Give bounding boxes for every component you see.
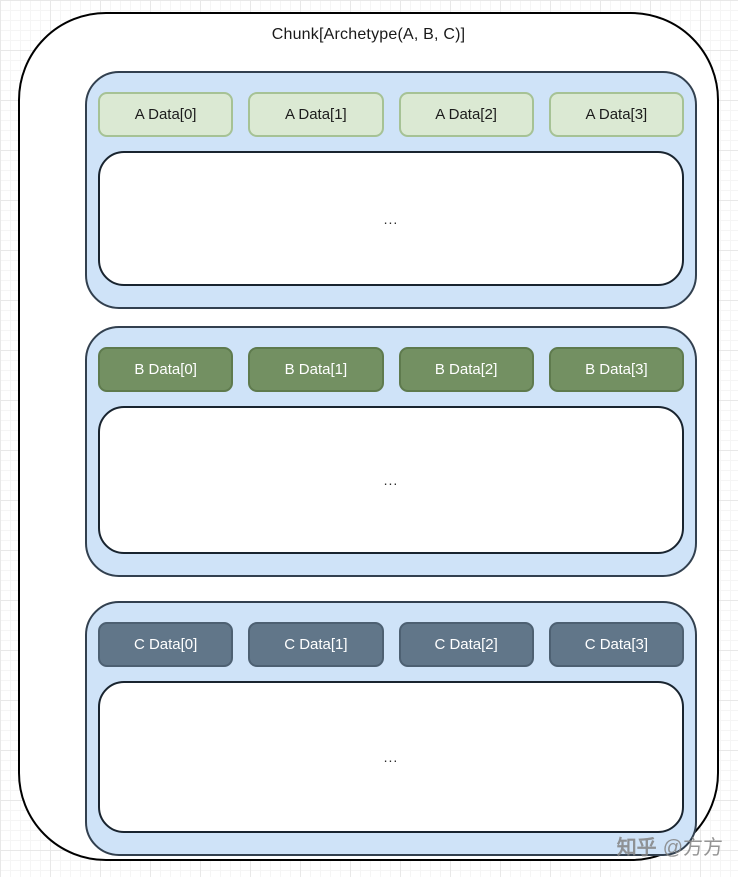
zhihu-watermark-brand: 知乎 xyxy=(616,837,657,859)
section-a-cells-row: A Data[0] A Data[1] A Data[2] A Data[3] xyxy=(98,92,684,137)
cell-b-1: B Data[1] xyxy=(248,347,384,392)
cell-a-2: A Data[2] xyxy=(398,92,534,137)
cell-c-2: C Data[2] xyxy=(398,622,534,667)
section-c-data: C Data[0] C Data[1] C Data[2] C Data[3] … xyxy=(85,601,697,856)
cell-c-1: C Data[1] xyxy=(248,622,384,667)
cell-b-3: B Data[3] xyxy=(548,347,684,392)
section-b-ellipsis-box: ... xyxy=(98,406,684,554)
cell-a-1: A Data[1] xyxy=(248,92,384,137)
chunk-container: Chunk[Archetype(A, B, C)] A Data[0] A Da… xyxy=(18,12,719,861)
section-c-cells-row: C Data[0] C Data[1] C Data[2] C Data[3] xyxy=(98,622,684,667)
cell-b-2: B Data[2] xyxy=(398,347,534,392)
section-b-cells-row: B Data[0] B Data[1] B Data[2] B Data[3] xyxy=(98,347,684,392)
zhihu-watermark-handle: @方方 xyxy=(662,837,723,859)
cell-c-0: C Data[0] xyxy=(98,622,234,667)
section-a-data: A Data[0] A Data[1] A Data[2] A Data[3] … xyxy=(85,71,697,309)
section-b-data: B Data[0] B Data[1] B Data[2] B Data[3] … xyxy=(85,326,697,577)
cell-a-3: A Data[3] xyxy=(548,92,684,137)
cell-c-3: C Data[3] xyxy=(548,622,684,667)
cell-b-0: B Data[0] xyxy=(98,347,234,392)
cell-a-0: A Data[0] xyxy=(98,92,234,137)
section-a-ellipsis-box: ... xyxy=(98,151,684,286)
section-c-ellipsis-box: ... xyxy=(98,681,684,833)
chunk-title: Chunk[Archetype(A, B, C)] xyxy=(271,26,466,43)
zhihu-watermark: 知乎@方方 xyxy=(617,831,723,860)
